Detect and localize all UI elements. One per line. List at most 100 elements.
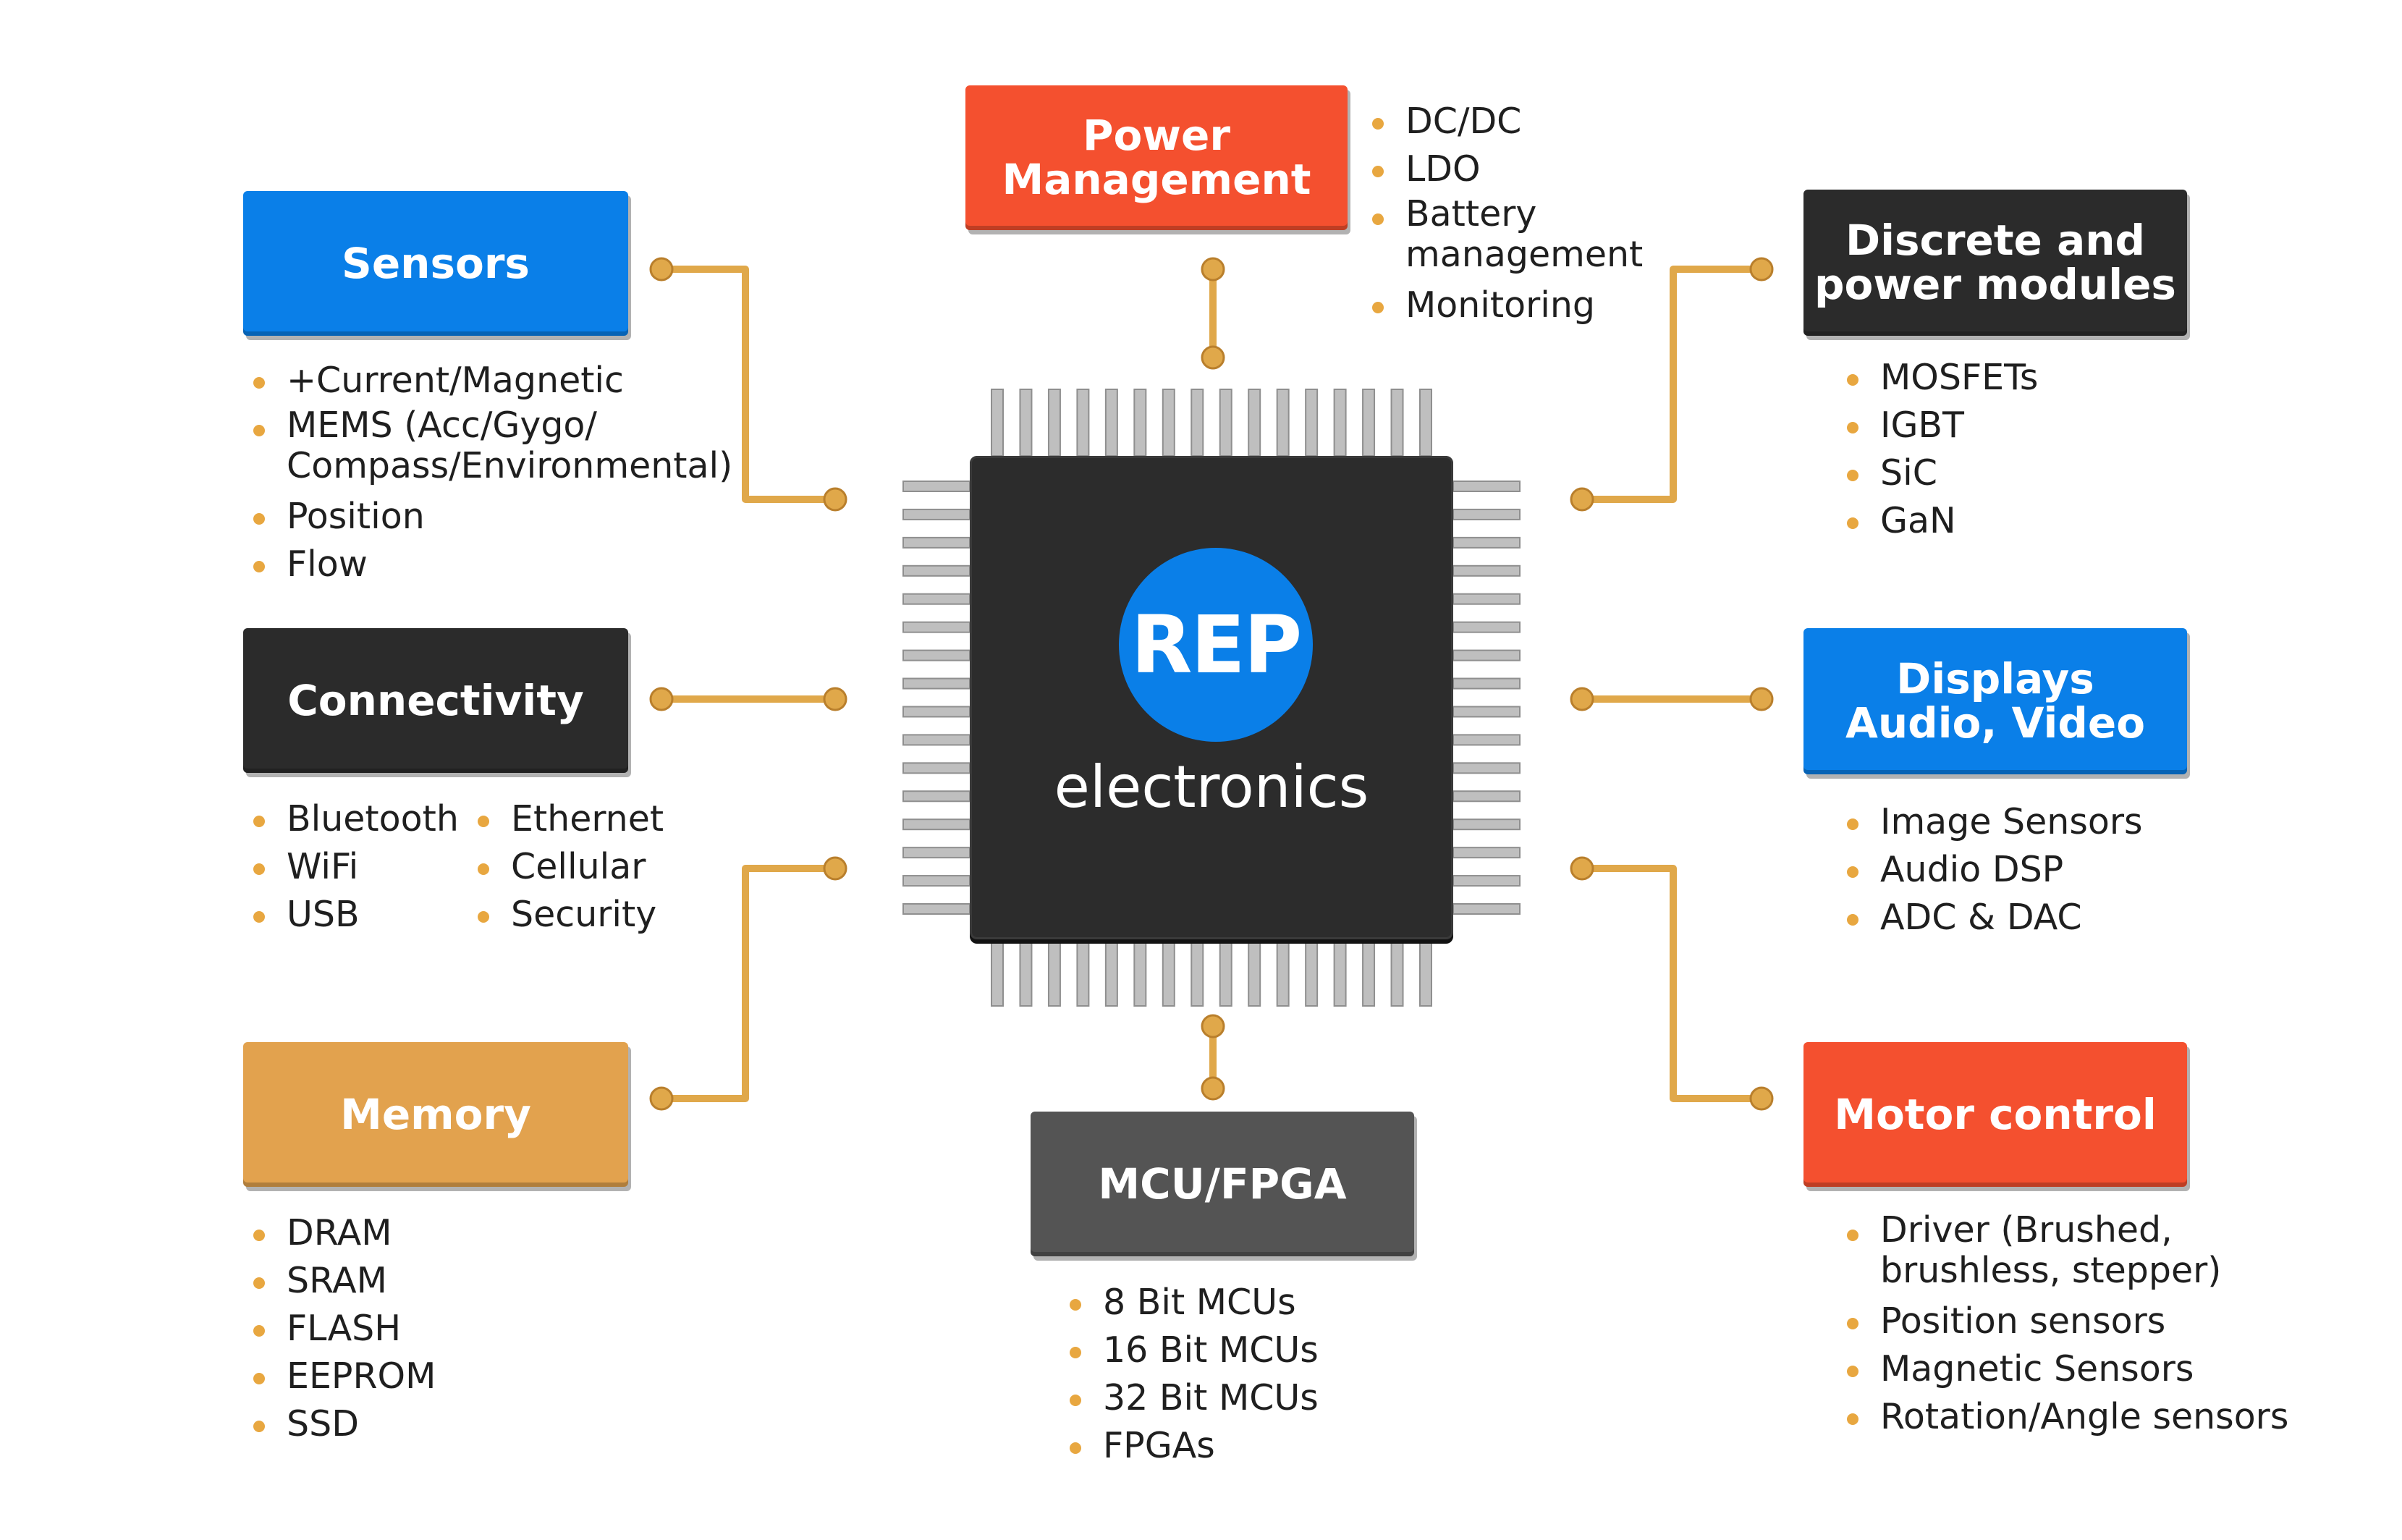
sensors-box: Sensors <box>243 191 628 336</box>
connectivity-box: Connectivity <box>243 628 628 773</box>
list-item: Audio DSP <box>1847 847 2165 893</box>
wire-sensors <box>661 266 835 503</box>
chip-pin <box>1219 939 1232 1007</box>
list-item: Security <box>478 892 709 938</box>
list-item: LDO <box>1372 146 1662 192</box>
chip-pin <box>1452 564 1521 577</box>
chip-pin <box>1452 677 1521 690</box>
list-item: WiFi <box>253 844 470 890</box>
memory-title: Memory <box>340 1089 531 1139</box>
chip-pin <box>1133 939 1147 1007</box>
rep-logo-circle: REP <box>1119 548 1313 742</box>
chip-pin <box>1248 939 1261 1007</box>
chip-pin <box>1076 389 1090 457</box>
wire-discrete <box>1582 266 1762 503</box>
chip-pin <box>1305 389 1319 457</box>
list-item: Rotation/Angle sensors <box>1847 1394 2296 1440</box>
discrete-power-modules-list: MOSFETs IGBT SiC GaN <box>1847 355 2136 546</box>
rep-logo-text: REP <box>1130 598 1302 691</box>
trace-terminal-dot <box>649 1086 674 1111</box>
chip-pin <box>902 734 970 746</box>
list-item: Bluetooth <box>253 796 470 842</box>
chip-pin <box>1362 389 1376 457</box>
displays-audio-video-box: Displays Audio, Video <box>1803 628 2187 774</box>
chip-pin <box>1419 389 1432 457</box>
trace-terminal-dot <box>1201 345 1225 370</box>
displays-audio-video-list: Image Sensors Audio DSP ADC & DAC <box>1847 799 2165 942</box>
list-item: Position sensors <box>1847 1298 2296 1345</box>
chip-pin <box>1452 536 1521 549</box>
chip-pin <box>991 389 1004 457</box>
trace-terminal-dot <box>823 856 847 881</box>
memory-list: DRAM SRAM FLASH EEPROM SSD <box>253 1210 543 1449</box>
chip-pin <box>902 706 970 718</box>
list-item: Battery management <box>1372 194 1662 275</box>
trace-terminal-dot <box>1201 257 1225 282</box>
trace-terminal-dot <box>1570 687 1594 711</box>
list-item: Position <box>253 494 716 540</box>
list-item: Flow <box>253 541 716 588</box>
chip-pin <box>1276 939 1290 1007</box>
chip-pin <box>1419 939 1432 1007</box>
trace-terminal-dot <box>823 487 847 512</box>
chip-pin <box>902 762 970 774</box>
trace-terminal-dot <box>1749 257 1774 282</box>
list-item: GaN <box>1847 498 2136 544</box>
wire-memory <box>661 865 835 1102</box>
list-item: SSD <box>253 1401 543 1447</box>
chip-pin <box>1019 939 1033 1007</box>
motor-control-list: Driver (Brushed, brushless, stepper) Pos… <box>1847 1210 2296 1442</box>
chip-pin <box>1452 790 1521 803</box>
trace-terminal-dot <box>1749 687 1774 711</box>
electronics-wordmark: electronics <box>1054 753 1369 821</box>
list-item: FPGAs <box>1070 1423 1374 1469</box>
trace-terminal-dot <box>649 257 674 282</box>
motor-control-title: Motor control <box>1834 1089 2157 1139</box>
trace-terminal-dot <box>1201 1014 1225 1038</box>
list-item: +Current/Magnetic <box>253 358 716 404</box>
mcu-fpga-box: MCU/FPGA <box>1031 1112 1414 1256</box>
list-item: USB <box>253 892 470 938</box>
connectivity-title: Connectivity <box>287 675 584 725</box>
chip-pin <box>902 847 970 859</box>
trace-terminal-dot <box>823 687 847 711</box>
chip-pin <box>1191 939 1204 1007</box>
chip-pin <box>1333 389 1347 457</box>
chip-pin <box>1452 706 1521 718</box>
chip-pin <box>1104 389 1118 457</box>
chip-pin <box>1452 903 1521 915</box>
chip-pin <box>902 536 970 549</box>
list-item: 8 Bit MCUs <box>1070 1279 1374 1326</box>
trace-terminals <box>649 257 1774 1111</box>
memory-box: Memory <box>243 1042 628 1187</box>
trace-terminal-dot <box>1749 1086 1774 1111</box>
chip-pin <box>1452 734 1521 746</box>
chip-pin <box>1191 389 1204 457</box>
list-item: EEPROM <box>253 1353 543 1400</box>
list-item: Ethernet <box>478 796 709 842</box>
chip-pin <box>1047 389 1061 457</box>
connectivity-list-col2: Ethernet Cellular Security <box>478 796 709 939</box>
sensors-title: Sensors <box>342 238 530 288</box>
chip-pin <box>1076 939 1090 1007</box>
chip-pin <box>1104 939 1118 1007</box>
list-item: Image Sensors <box>1847 799 2165 845</box>
chip-pin <box>902 508 970 520</box>
chip-pin <box>1452 621 1521 633</box>
chip-pin <box>991 939 1004 1007</box>
list-item: IGBT <box>1847 402 2136 449</box>
power-management-list: DC/DC LDO Battery management Monitoring <box>1372 98 1662 330</box>
list-item: Magnetic Sensors <box>1847 1346 2296 1392</box>
list-item: DC/DC <box>1372 98 1662 145</box>
chip-pin <box>1305 939 1319 1007</box>
power-management-box: Power Management <box>965 85 1348 230</box>
chip-pin <box>1362 939 1376 1007</box>
mcu-fpga-list: 8 Bit MCUs 16 Bit MCUs 32 Bit MCUs FPGAs <box>1070 1279 1374 1471</box>
chip-pin <box>902 481 970 492</box>
sensors-list: +Current/Magnetic MEMS (Acc/Gygo/ Compas… <box>253 358 732 589</box>
list-item: MEMS (Acc/Gygo/ Compass/Environmental) <box>253 405 732 486</box>
chip-pin <box>902 649 970 661</box>
chip-pin <box>1133 389 1147 457</box>
list-item: SiC <box>1847 450 2136 496</box>
chip-pin <box>902 621 970 633</box>
